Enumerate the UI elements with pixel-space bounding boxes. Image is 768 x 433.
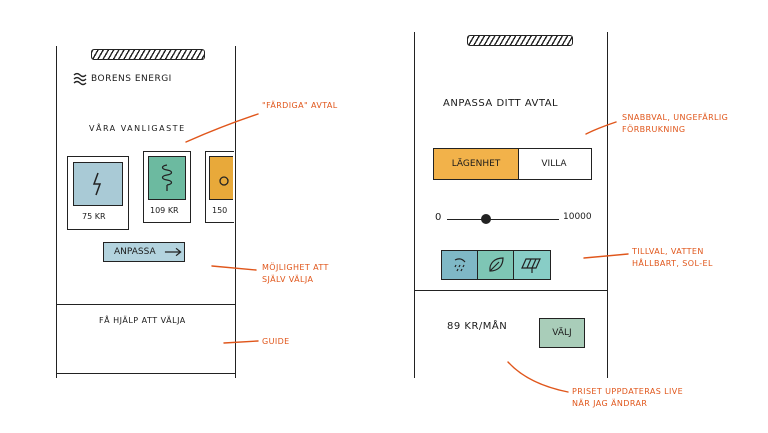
annotation-self-choose: Möjlighet att själv välja xyxy=(262,262,329,286)
segment-apartment[interactable]: Lägenhet xyxy=(433,148,519,180)
brand-name: Borens Energi xyxy=(91,74,172,84)
annotation-addons: Tillval, vatten hållbart, sol-el xyxy=(632,246,713,270)
annotation-quick-choice: Snabbval, ungefärlig förbrukning xyxy=(622,112,728,136)
deal-card-3-image xyxy=(209,156,233,200)
customize-button-label: Anpassa xyxy=(114,247,156,257)
annotation-self-choose-line2: själv välja xyxy=(262,275,314,284)
right-phone-speaker xyxy=(467,35,573,46)
left-phone-speaker xyxy=(91,49,205,60)
deal-card-1-image xyxy=(73,162,123,206)
annotation-quick-choice-line2: förbrukning xyxy=(622,125,686,134)
usage-slider-track[interactable] xyxy=(447,219,559,220)
annotation-addons-line1: Tillval, vatten xyxy=(632,247,704,256)
annotation-self-choose-line1: Möjlighet att xyxy=(262,263,329,272)
customize-heading: Anpassa ditt avtal xyxy=(443,98,559,109)
deal-card-1-price: 75 kr xyxy=(82,212,106,221)
annotation-quick-choice-line1: Snabbval, ungefärlig xyxy=(622,113,729,122)
leaf-icon xyxy=(489,257,504,272)
lightning-icon xyxy=(92,172,102,196)
annotation-guide: Guide xyxy=(262,336,290,348)
deal-card-2[interactable]: 109 kr xyxy=(143,151,191,223)
addon-solar[interactable] xyxy=(513,250,551,280)
annotation-ready-made-deals-text: "Färdiga" avtal xyxy=(262,101,338,110)
live-price: 89 kr/mån xyxy=(447,321,508,332)
right-phone-frame: Anpassa ditt avtal Lägenhet Villa 0 1000… xyxy=(414,32,608,378)
customize-button[interactable]: Anpassa xyxy=(103,242,185,262)
waves-icon xyxy=(73,72,87,86)
segment-villa-label: Villa xyxy=(541,159,567,169)
brand-logo: Borens Energi xyxy=(73,72,172,86)
left-phone-divider xyxy=(57,304,235,305)
annotation-live-price: Priset uppdateras live när jag ändrar xyxy=(572,386,683,410)
arrow-right-icon xyxy=(164,247,182,257)
plug-icon xyxy=(219,176,229,186)
addon-water[interactable] xyxy=(441,250,479,280)
help-choose-link[interactable]: Få hjälp att välja xyxy=(99,316,186,325)
deal-card-3[interactable]: 150 xyxy=(205,151,234,223)
left-phone-divider-bottom xyxy=(57,373,235,374)
segment-apartment-label: Lägenhet xyxy=(451,159,501,169)
deal-card-3-price: 150 xyxy=(212,206,228,215)
shower-icon xyxy=(454,258,466,272)
solar-panel-icon xyxy=(521,258,541,273)
deal-card-2-image xyxy=(148,156,186,200)
addon-sustainable[interactable] xyxy=(477,250,515,280)
slider-min-label: 0 xyxy=(435,212,442,223)
left-phone-frame: Borens Energi Våra vanligaste 75 kr 109 … xyxy=(56,46,236,378)
segment-villa[interactable]: Villa xyxy=(517,148,592,180)
annotation-live-price-line2: när jag ändrar xyxy=(572,399,648,408)
usage-slider-handle[interactable] xyxy=(481,214,491,224)
slider-max-label: 10000 xyxy=(563,212,592,222)
choose-button-label: Välj xyxy=(552,328,572,338)
annotation-ready-made-deals: "Färdiga" avtal xyxy=(262,100,338,112)
annotation-guide-text: Guide xyxy=(262,337,290,346)
annotation-addons-line2: hållbart, sol-el xyxy=(632,259,713,268)
choose-button[interactable]: Välj xyxy=(539,318,585,348)
spiral-icon xyxy=(161,164,173,191)
right-phone-divider xyxy=(415,290,607,291)
favorites-heading: Våra vanligaste xyxy=(89,124,186,133)
annotation-live-price-line1: Priset uppdateras live xyxy=(572,387,684,396)
deal-card-2-price: 109 kr xyxy=(150,206,179,215)
deal-card-1[interactable]: 75 kr xyxy=(67,156,129,230)
